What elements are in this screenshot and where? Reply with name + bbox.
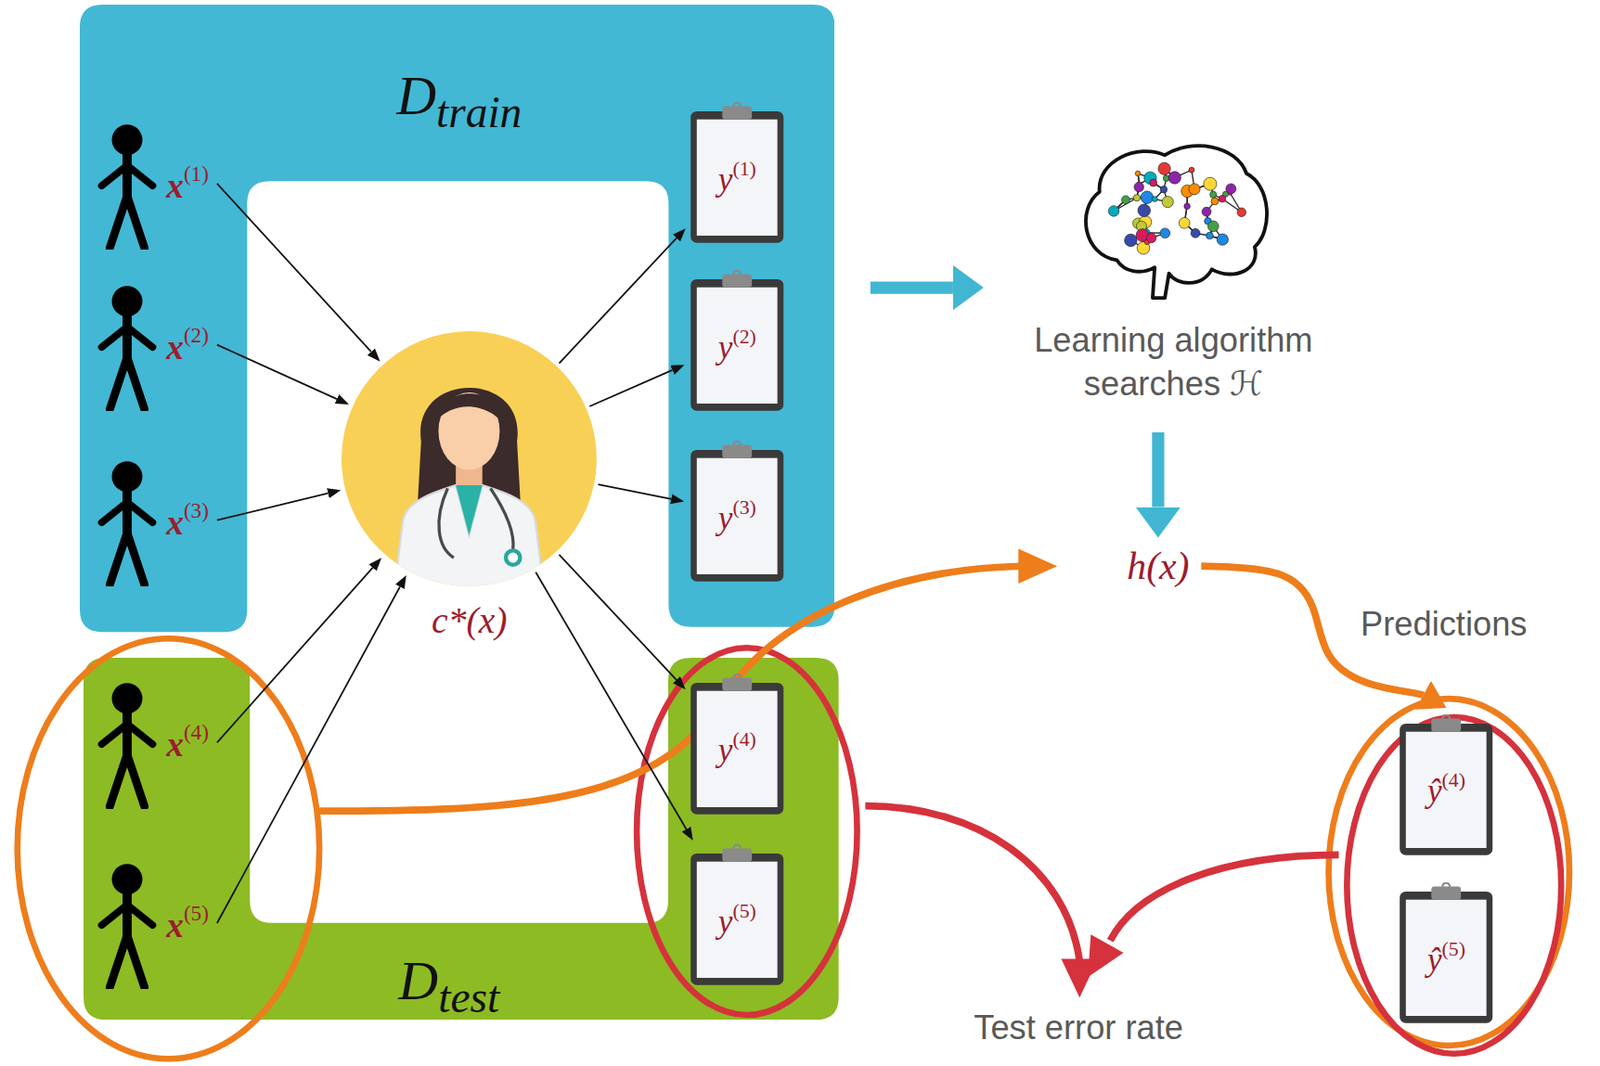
clipboard-label: y(2)	[688, 325, 786, 367]
superscript: (3)	[183, 498, 209, 523]
hypothesis-node: h(x)	[1122, 543, 1193, 589]
clipboard-label: y(1)	[688, 156, 786, 198]
input-label: x(5)	[166, 902, 209, 944]
label-curve	[864, 806, 1080, 962]
prediction-clipboard: ŷ(5)	[1397, 882, 1495, 1026]
compare-ellipse	[1346, 717, 1562, 1055]
person-icon	[96, 862, 158, 990]
clipboard-label: ŷ(4)	[1397, 769, 1495, 811]
target-function-label: c*(x)	[341, 601, 597, 643]
prediction-clipboard: ŷ(4)	[1397, 714, 1495, 858]
input-label: x(1)	[166, 162, 209, 205]
symbol-base: y	[718, 500, 734, 537]
clipboard-label: y(4)	[688, 728, 786, 770]
flow-arrow	[558, 554, 676, 681]
superscript: (2)	[732, 325, 756, 349]
prediction-arrowhead	[1087, 934, 1123, 978]
symbol-base: ŷ	[1427, 941, 1443, 979]
superscript: (4)	[732, 728, 756, 751]
patient-figure: x(5)	[96, 862, 211, 990]
flow-arrow	[589, 370, 672, 407]
subscript: test	[438, 974, 500, 1023]
superscript: (5)	[183, 901, 209, 926]
region-title: Dtest	[398, 954, 500, 1021]
process-arrow	[870, 281, 954, 294]
doctor-illustration	[341, 331, 597, 587]
brain-illustration	[1070, 132, 1276, 307]
superscript: (4)	[183, 721, 209, 746]
label-clipboard: y(4)	[688, 673, 786, 817]
patient-figure: x(3)	[96, 459, 211, 587]
symbol-base: y	[718, 161, 734, 198]
input-label: x(3)	[166, 499, 209, 542]
person-icon	[96, 459, 158, 587]
label-clipboard: y(2)	[688, 270, 786, 413]
symbol-base: x	[166, 906, 184, 945]
symbol-base: D	[396, 64, 437, 127]
person-icon	[96, 681, 158, 809]
person-icon	[96, 283, 158, 412]
superscript: (5)	[1442, 938, 1466, 961]
flow-arrow	[558, 238, 676, 364]
patient-figure: x(4)	[96, 681, 211, 809]
symbol-base: x	[166, 503, 184, 542]
edge-label: Predictions	[1357, 604, 1530, 646]
doctor-node: c*(x)	[341, 331, 597, 642]
dataset-region: x(4)x(5)y(4)y(5)Dtest	[83, 658, 839, 1020]
superscript: (5)	[732, 900, 756, 923]
symbol-base: y	[718, 733, 734, 770]
input-arrowhead	[1018, 549, 1058, 584]
label-clipboard: y(3)	[688, 440, 786, 584]
person-icon	[96, 122, 158, 250]
algorithm-caption: Learning algorithm searches ℋ	[990, 318, 1358, 406]
patient-figure: x(2)	[96, 283, 211, 412]
superscript: (1)	[183, 161, 209, 186]
process-arrow	[1151, 432, 1164, 508]
superscript: (1)	[732, 156, 756, 180]
subscript: train	[436, 88, 522, 137]
symbol-base: x	[166, 327, 184, 366]
flow-arrow	[535, 572, 686, 830]
symbol-base: ŷ	[1427, 774, 1443, 811]
clipboard-label: ŷ(5)	[1397, 938, 1495, 980]
prediction-curve	[1109, 854, 1339, 941]
symbol-base: D	[398, 950, 439, 1012]
input-label: x(4)	[166, 722, 209, 764]
superscript: (2)	[183, 322, 209, 348]
learning-algorithm: Learning algorithm searches ℋ	[990, 132, 1358, 406]
symbol-base: y	[718, 903, 734, 941]
symbol-base: y	[718, 329, 734, 366]
clipboard-label: y(3)	[688, 496, 786, 538]
region-title: Dtrain	[396, 68, 522, 136]
superscript: (3)	[732, 496, 756, 519]
flow-arrow	[597, 484, 671, 500]
label-clipboard: y(5)	[688, 844, 786, 988]
symbol-base: x	[166, 167, 184, 206]
hypothesis-label: h(x)	[1122, 543, 1193, 589]
patient-figure: x(1)	[96, 122, 211, 250]
input-label: x(2)	[166, 323, 209, 366]
annotation-label: Test error rate	[973, 1008, 1184, 1050]
clipboard-label: y(5)	[688, 900, 786, 942]
label-clipboard: y(1)	[688, 102, 786, 246]
symbol-base: x	[166, 725, 184, 764]
superscript: (4)	[1442, 769, 1466, 792]
